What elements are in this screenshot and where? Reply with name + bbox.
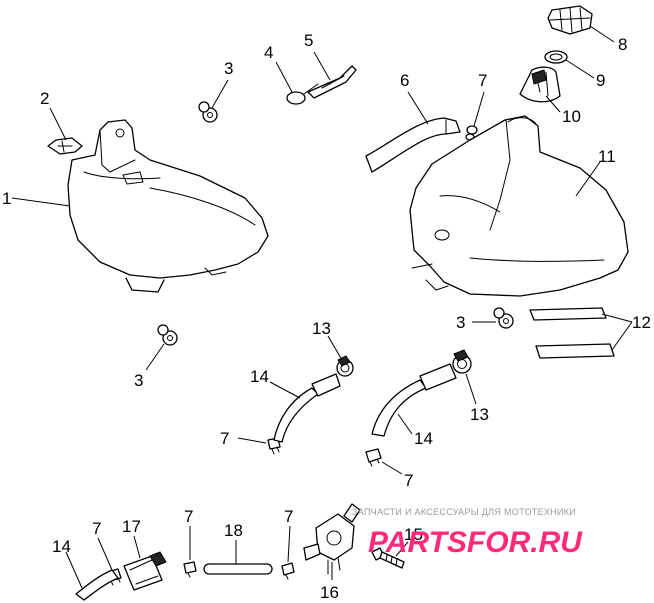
part-7-clip-mid-right xyxy=(365,448,382,467)
callout-16: 16 xyxy=(320,583,339,602)
part-3-bolt-upper xyxy=(198,101,218,123)
callout-3-right: 3 xyxy=(456,313,465,332)
callout-1: 1 xyxy=(2,189,11,208)
watermark-logo: PARTSFOR.RU xyxy=(368,526,583,559)
callout-8: 8 xyxy=(618,35,627,54)
part-14-hose-left xyxy=(273,373,341,443)
part-1-fuel-tank-left xyxy=(67,119,269,293)
callout-7-bottom-right: 7 xyxy=(284,507,293,526)
callout-10: 10 xyxy=(562,107,581,126)
part-7-clip-bottom-mid xyxy=(183,561,197,578)
part-15-screw xyxy=(371,547,405,569)
part-14-hose-right xyxy=(371,363,457,437)
part-11-fuel-tank-right xyxy=(409,115,629,297)
callout-14-right: 14 xyxy=(414,429,433,448)
callout-14-bottom: 14 xyxy=(52,537,71,556)
callout-7-bottom-mid: 7 xyxy=(184,507,193,526)
callout-labels: 1 2 3 3 3 4 5 6 7 7 7 7 7 7 8 9 10 11 12… xyxy=(2,31,651,602)
part-4-ring-clip xyxy=(286,83,319,105)
callout-4: 4 xyxy=(264,43,273,62)
part-7-clip-bottom-right xyxy=(281,562,295,580)
watermark: ЗАПЧАСТИ И АКСЕССУАРЫ ДЛЯ МОТОТЕХНИКИ PA… xyxy=(352,507,583,559)
callout-6: 6 xyxy=(400,71,409,90)
callout-13-left: 13 xyxy=(312,319,331,338)
leader-lines xyxy=(11,25,633,589)
callout-7-mid-right: 7 xyxy=(404,471,413,490)
callout-7-mid-left: 7 xyxy=(220,429,229,448)
callout-7-bottom-left: 7 xyxy=(92,519,101,538)
part-5-clamp-strap xyxy=(307,65,357,99)
part-8-fuel-cap xyxy=(547,5,593,35)
callout-18: 18 xyxy=(224,521,243,540)
callout-7-upper: 7 xyxy=(478,71,487,90)
part-14-hose-bottom xyxy=(75,569,119,601)
part-3-bolt-left xyxy=(157,324,178,346)
part-16-fuel-petcock xyxy=(303,503,361,575)
callout-15: 15 xyxy=(404,525,423,544)
watermark-tagline: ЗАПЧАСТИ И АКСЕССУАРЫ ДЛЯ МОТОТЕХНИКИ xyxy=(352,507,576,517)
callout-11: 11 xyxy=(598,147,616,166)
part-12-pad-upper xyxy=(529,307,607,321)
callout-3-left: 3 xyxy=(134,371,143,390)
part-9-cap-gasket xyxy=(544,50,568,64)
part-13-hose-clamp-left xyxy=(336,355,354,377)
part-13-hose-clamp-right xyxy=(452,349,472,374)
callout-14-left: 14 xyxy=(250,367,269,386)
part-10-filler-neck xyxy=(519,66,561,103)
part-3-bolt-right xyxy=(493,307,514,329)
callout-12: 12 xyxy=(632,313,651,332)
callout-2: 2 xyxy=(40,89,49,108)
callout-13-right: 13 xyxy=(470,405,489,424)
part-12-pad-lower xyxy=(535,343,615,359)
callout-3-upper: 3 xyxy=(224,59,233,78)
part-17-fuel-filter xyxy=(123,551,167,591)
callout-17: 17 xyxy=(122,517,141,536)
part-18-fuel-line xyxy=(203,563,273,575)
callout-5: 5 xyxy=(304,31,313,50)
part-6-vent-hose xyxy=(365,117,461,173)
callout-9: 9 xyxy=(596,71,605,90)
part-2-fitting xyxy=(47,137,83,155)
